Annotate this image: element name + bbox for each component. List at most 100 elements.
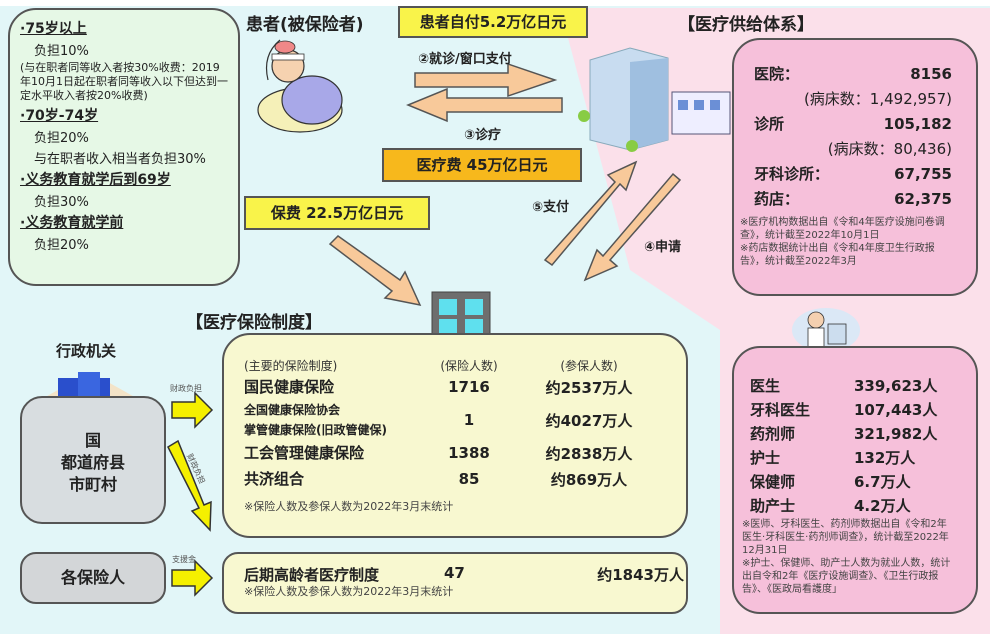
staff-label: 护士 [750,449,781,467]
copayment-rates-panel: ·75岁以上 负担10% (与在职者同等收入者按30%收费：2019年10月1日… [8,8,240,286]
doctor-icon [792,308,860,352]
medical-cost-label: 医疗费 45万亿日元 [382,148,582,182]
step4-label: ④申请 [644,240,682,255]
rate-text: 负担20% [34,131,89,146]
facility-row: 医院： 8156 [754,62,952,87]
rate-text: 与在职者收入相当者负担30% [34,152,206,167]
facility-label: 诊所 [754,115,785,133]
plan-name: 后期高龄者医疗制度 [244,566,380,584]
plan-name: 国民健康保险 [244,378,335,396]
section-heading: ·义务教育就学前 [20,215,124,231]
bed-count: (病床数：1,492,957) [803,90,952,108]
enrollee-count: 约2838万人 [545,444,633,463]
staff-value: 321,982人 [854,425,938,443]
top-border [0,0,990,6]
facility-row: 诊所 105,182 [754,112,952,137]
staff-label: 助产士 [750,497,796,515]
bed-count: (病床数：80,436) [827,140,952,158]
staff-row: 助产士 4.2万人 [750,494,956,518]
enrollee-count: 约869万人 [550,470,628,489]
facility-row: (病床数：80,436) [754,137,952,162]
facility-value: 67,755 [894,165,952,183]
facility-row: 牙科诊所： 67,755 [754,162,952,187]
staff-row: 药剂师 321,982人 [750,422,956,446]
elderly-note: ※保险人数及参保人数为2022年3月末统计 [244,585,454,598]
staff-label: 保健师 [750,473,796,491]
insurance-table: (主要的保险制度) (保险人数) (参保人数) 国民健康保险 1716 约253… [244,357,666,492]
column-header: (保险人数) [440,359,498,373]
insurance-system-panel: (主要的保险制度) (保险人数) (参保人数) 国民健康保险 1716 约253… [222,333,688,538]
insurer-count: 1388 [448,444,490,462]
step5-label: ⑤支付 [532,200,570,215]
insurer-count: 85 [458,470,480,488]
staff-row: 牙科医生 107,443人 [750,398,956,422]
enrollee-count: 约1843万人 [597,566,684,584]
plan-name: 共济组合 [244,470,305,488]
insurance-system-title: 【医疗保险制度】 [186,313,322,333]
staff-value: 6.7万人 [854,473,911,491]
facility-label: 医院： [754,65,800,83]
staff-value: 107,443人 [854,401,938,419]
facility-value: 105,182 [883,115,952,133]
gov-level: 国 [84,431,101,450]
staff-note: ※护士、保健师、助产士人数为就业人数，统计出自令和2年《医疗设施调查》、《卫生行… [742,558,951,595]
insurer-count: 47 [444,564,465,582]
staff-row: 保健师 6.7万人 [750,470,956,494]
elderly-system-panel: 后期高龄者医疗制度 47 约1843万人 ※保险人数及参保人数为2022年3月末… [222,552,688,614]
fiscal-burden-label: 财政负担 [170,384,202,393]
plan-name-line: 掌管健康保险(旧政管健保) [244,423,387,437]
support-arrow-icon [171,559,214,597]
premium-label: 保费 22.5万亿日元 [244,196,430,230]
arrow-down-right-icon [328,235,422,307]
elderly-row: 后期高龄者医疗制度 47 约1843万人 [244,564,684,585]
patient-title: 患者(被保险者) [246,15,364,35]
facility-label: 药店： [754,190,800,208]
sick-patient-icon [257,39,343,133]
arrow-right-icon [414,62,558,98]
fiscal-arrow-icon [171,391,214,429]
arrow-left-icon [406,87,563,123]
facility-row: (病床数：1,492,957) [754,87,952,112]
section-heading: ·70岁-74岁 [20,108,99,124]
section-heading: ·75岁以上 [20,21,87,37]
insurance-note: ※保险人数及参保人数为2022年3月末统计 [244,500,454,513]
support-label: 支援金 [172,555,196,564]
step3-label: ③诊疗 [464,128,502,143]
staff-label: 药剂师 [750,425,796,443]
arrow-down-left-icon [583,172,682,282]
hospital-building-icon [578,47,731,152]
government-title: 行政机关 [56,342,117,360]
column-header: (参保人数) [560,359,618,373]
staff-row: 护士 132万人 [750,446,956,470]
insurer-count: 1716 [448,378,490,396]
staff-value: 132万人 [854,449,916,467]
facility-row: 药店： 62,375 [754,187,952,212]
rate-note: (与在职者同等收入者按30%收费：2019年10月1日起在职者同等收入以下但达到… [20,61,228,102]
self-pay-label: 患者自付5.2万亿日元 [398,6,588,38]
arrow-up-right-icon [543,160,638,267]
rate-text: 负担30% [34,195,89,210]
column-header: (主要的保险制度) [244,359,338,373]
rate-text: 负担20% [34,238,89,253]
enrollee-count: 约4027万人 [545,411,633,430]
facilities-panel: 医院： 8156 (病床数：1,492,957) 诊所 105,182 (病床数：8… [732,38,978,296]
fiscal-arrow-down-icon [167,439,212,532]
step2-label: ②就诊/窗口支付 [418,52,512,67]
staff-label: 牙科医生 [750,401,811,419]
facility-label: 牙科诊所： [754,165,830,183]
insurer-count: 1 [463,411,475,429]
staff-value: 4.2万人 [854,497,911,515]
section-heading: ·义务教育就学后到69岁 [20,172,171,188]
insurers-panel: 各保险人 [20,552,166,604]
staff-label: 医生 [750,377,781,395]
facilities-note: ※医疗机构数据出自《令和4年医疗设施问卷调查》，统计截至2022年10月1日 [740,217,945,241]
facility-value: 8156 [910,65,952,83]
plan-name-line: 全国健康保险协会 [244,403,341,417]
gov-level: 都道府县 [60,453,125,472]
rate-text: 负担10% [34,44,89,59]
plan-name: 工会管理健康保险 [244,444,365,462]
facility-value: 62,375 [894,190,952,208]
plan-name: 全国健康保险协会掌管健康保险(旧政管健保) [244,400,424,440]
